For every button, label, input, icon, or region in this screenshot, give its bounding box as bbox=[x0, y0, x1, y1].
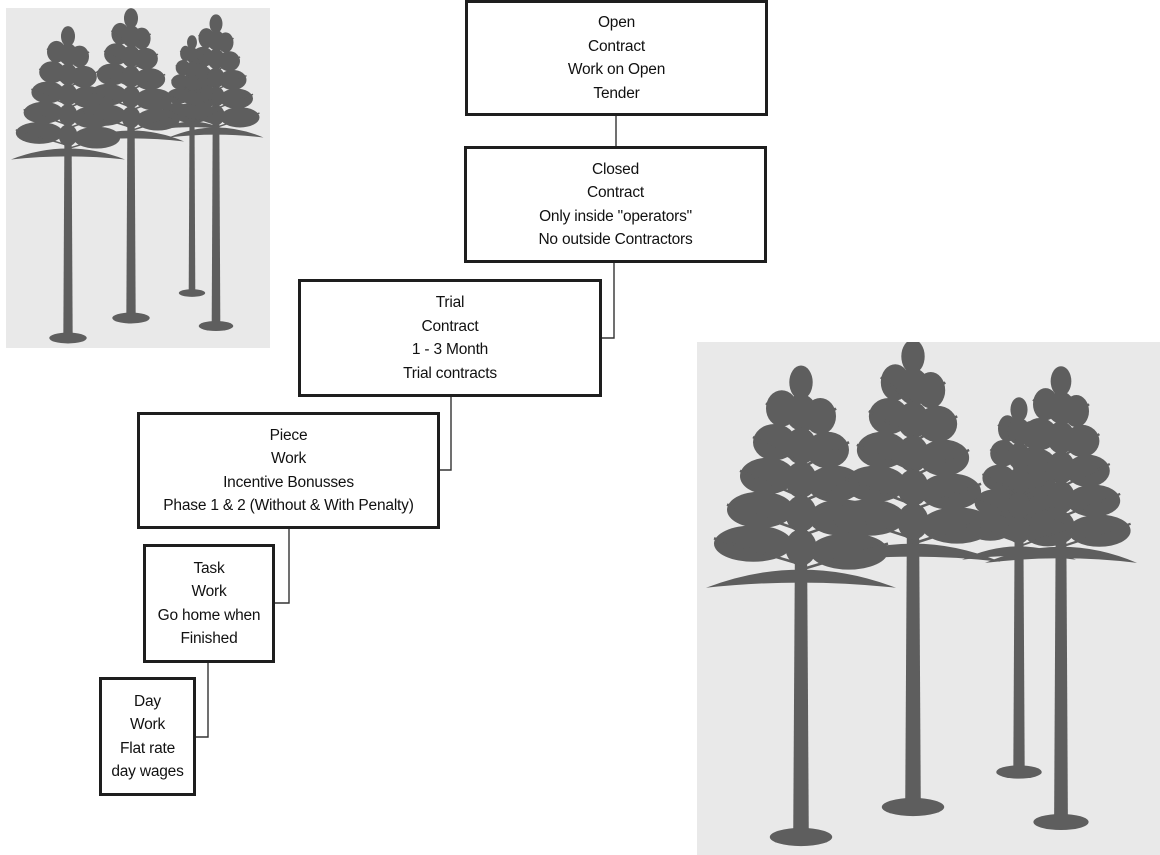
tree-silhouette bbox=[77, 8, 185, 324]
box-line: Phase 1 & 2 (Without & With Penalty) bbox=[163, 497, 414, 514]
box-piece-work: Piece Work Incentive Bonusses Phase 1 & … bbox=[137, 412, 440, 529]
box-line: Contract bbox=[587, 184, 644, 201]
connector-task-day bbox=[195, 662, 209, 738]
box-line: Trial bbox=[435, 294, 465, 311]
box-line: Task bbox=[193, 559, 225, 577]
box-line: Flat rate bbox=[119, 739, 176, 757]
box-closed-contract: Closed Contract Only inside "operators" … bbox=[464, 146, 767, 263]
box-line: Contract bbox=[421, 317, 479, 335]
box-line: Work bbox=[191, 583, 227, 600]
tree-silhouette bbox=[159, 35, 225, 297]
box-line: Incentive Bonusses bbox=[223, 473, 354, 491]
box-line: day wages bbox=[111, 763, 184, 780]
pine-trees-icon bbox=[11, 8, 264, 344]
box-line: Work bbox=[129, 716, 166, 733]
box-line: 1 - 3 Month bbox=[411, 341, 489, 358]
tree-silhouette bbox=[706, 365, 896, 847]
box-line: Work on Open bbox=[567, 61, 666, 78]
box-line: Open bbox=[597, 14, 636, 31]
connector-piece-task bbox=[275, 528, 290, 604]
box-line: Only inside "operators" bbox=[539, 207, 692, 225]
box-task-work: Task Work Go home when Finished bbox=[143, 544, 275, 663]
box-line: Contract bbox=[588, 37, 645, 55]
box-line: No outside Contractors bbox=[538, 231, 693, 248]
box-line: Go home when bbox=[157, 606, 261, 624]
tree-silhouette bbox=[825, 342, 1001, 817]
tree-silhouette bbox=[962, 397, 1076, 779]
box-line: Trial contracts bbox=[403, 364, 497, 382]
connector-trial-piece bbox=[439, 396, 452, 471]
box-open-contract: Open Contract Work on Open Tender bbox=[465, 0, 768, 116]
connector-closed-trial bbox=[601, 262, 615, 339]
box-line: Work bbox=[270, 450, 307, 467]
box-line: Tender bbox=[593, 84, 640, 102]
pine-trees-icon bbox=[706, 342, 1137, 847]
box-line: Closed bbox=[591, 160, 640, 178]
box-day-work: Day Work Flat rate day wages bbox=[99, 677, 196, 796]
box-line: Piece bbox=[269, 426, 308, 444]
box-line: Day bbox=[134, 692, 161, 710]
trees-illustration-large bbox=[697, 342, 1160, 855]
box-line: Finished bbox=[180, 630, 238, 647]
trees-illustration-small bbox=[6, 8, 270, 348]
box-trial-contract: Trial Contract 1 - 3 Month Trial contrac… bbox=[298, 279, 602, 397]
